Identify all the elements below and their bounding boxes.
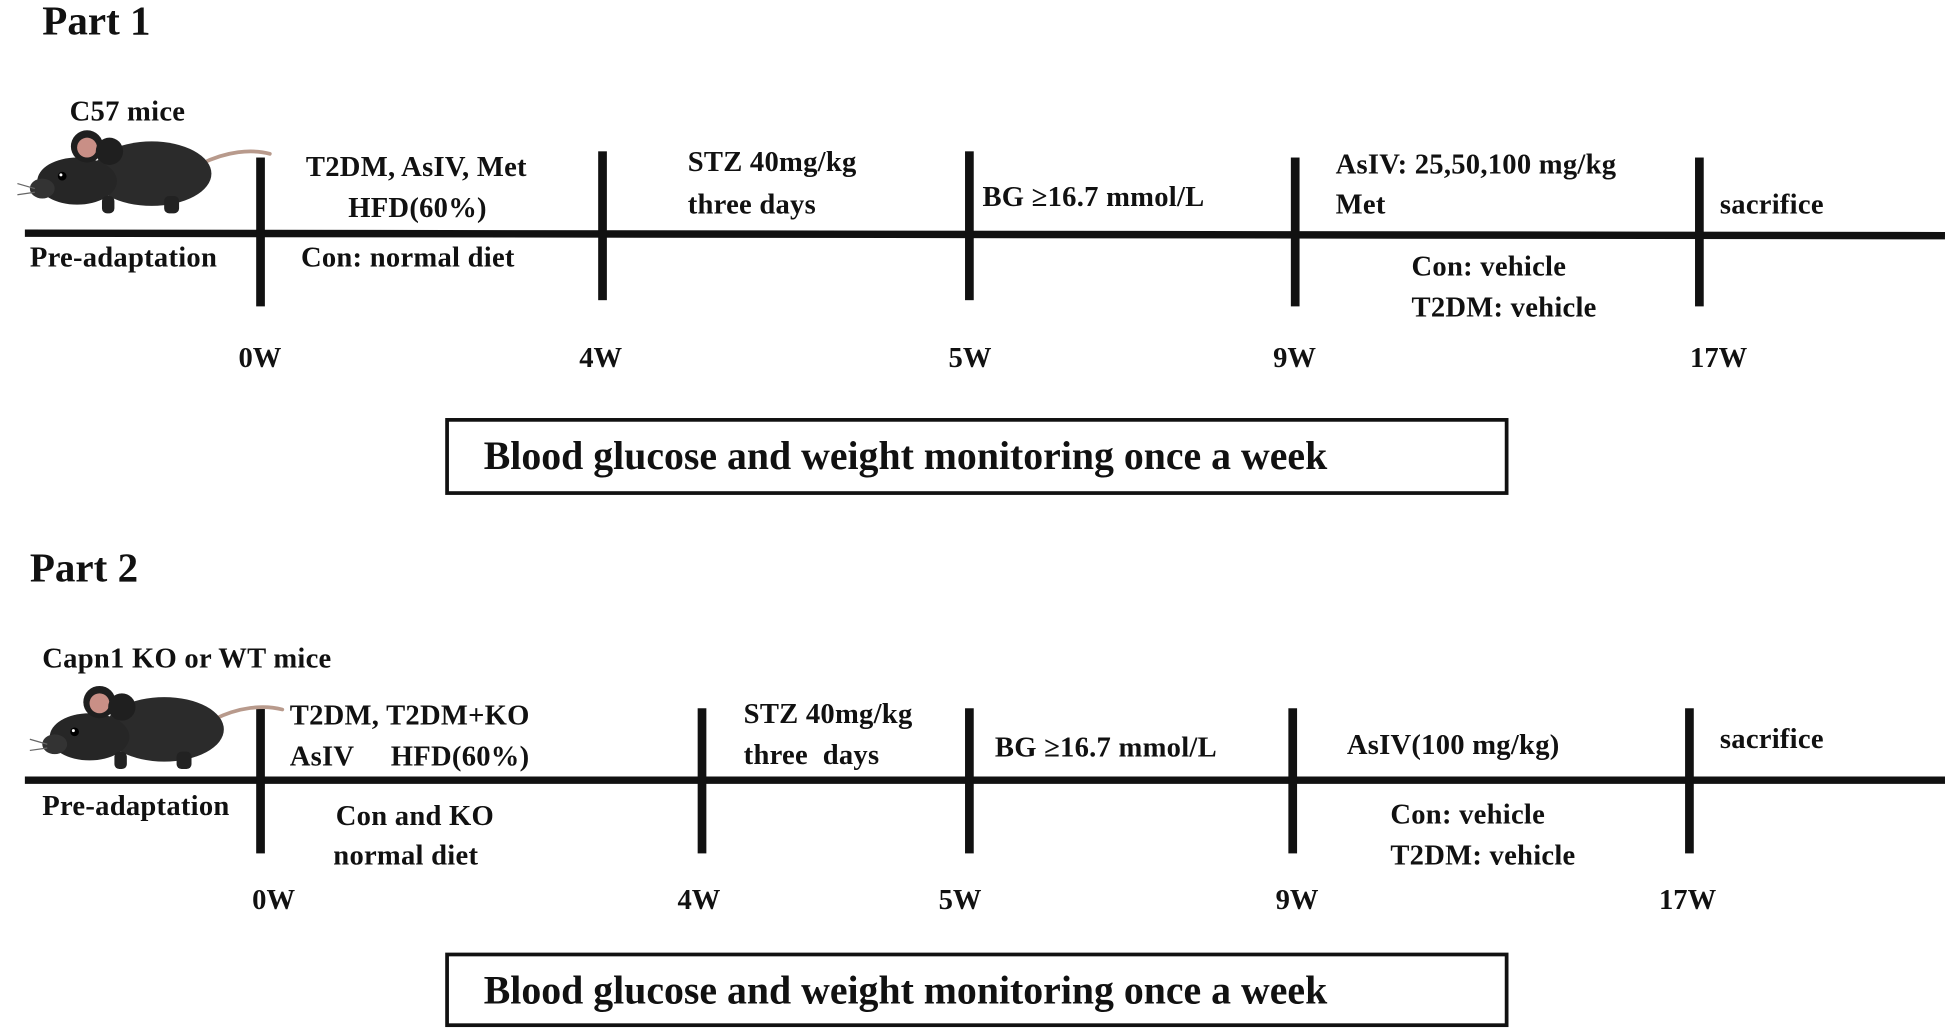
part2-groups-label: T2DM, T2DM+KO: [289, 699, 530, 731]
part2-week-label: 0W: [252, 884, 296, 916]
part1-week-label: 0W: [238, 342, 282, 374]
mouse-icon: [27, 684, 285, 771]
part1-pre-adaptation: Pre-adaptation: [29, 241, 218, 273]
part1-asiv-label: AsIV: 25,50,100 mg/kg: [1335, 148, 1617, 180]
part2-title: Part 2: [29, 547, 139, 592]
part1-bg-label: BG ≥16.7 mmol/L: [982, 181, 1205, 213]
part1-met-label: Met: [1335, 188, 1386, 220]
part1-tick-4w: [598, 151, 607, 301]
part2-stz-label: STZ 40mg/kg: [743, 698, 913, 730]
part2-con-ko-label: Con and KO: [335, 800, 495, 832]
part2-pre-adaptation: Pre-adaptation: [42, 790, 230, 822]
part1-week-label: 5W: [948, 342, 992, 374]
part1-week-label: 4W: [579, 342, 623, 374]
part1-stz-days-label: three days: [687, 188, 816, 220]
part2-asiv-hfd-label: AsIV HFD(60%): [289, 740, 530, 772]
part2-monitoring-box: Blood glucose and weight monitoring once…: [445, 952, 1509, 1028]
part2-tick-5w: [965, 708, 974, 854]
part2-tick-0w: [256, 708, 265, 854]
part2-tick-17w: [1685, 708, 1694, 854]
part1-week-label: 17W: [1690, 342, 1748, 374]
mouse-icon: [15, 128, 272, 216]
part1-hfd-label: HFD(60%): [348, 192, 487, 224]
part1-title: Part 1: [42, 0, 151, 45]
part2-week-label: 17W: [1658, 884, 1717, 916]
part2-sacrifice-label: sacrifice: [1719, 723, 1824, 755]
part2-axis: [24, 708, 1945, 854]
part1-monitoring-box: Blood glucose and weight monitoring once…: [445, 418, 1509, 495]
part1-t2dm-vehicle-label: T2DM: vehicle: [1411, 291, 1597, 323]
part2-tick-4w: [697, 708, 707, 854]
part2-con-vehicle-label: Con: vehicle: [1390, 798, 1546, 830]
part2-tick-9w: [1288, 708, 1298, 854]
part2-asiv-label: AsIV(100 mg/kg): [1346, 729, 1560, 761]
part1-tick-0w: [256, 157, 265, 307]
part1-animal-label: C57 mice: [69, 95, 186, 127]
part2-normal-diet-label: normal diet: [333, 839, 479, 871]
part1-tick-17w: [1695, 157, 1704, 307]
part1-tick-9w: [1290, 157, 1300, 307]
part2-stz-days-label: three days: [743, 739, 880, 771]
part1-stz-label: STZ 40mg/kg: [687, 146, 857, 178]
part1-con-vehicle-label: Con: vehicle: [1411, 250, 1567, 282]
part1-axis: [24, 151, 1945, 307]
part1-sacrifice-label: sacrifice: [1719, 188, 1824, 220]
part2-week-label: 9W: [1275, 884, 1319, 916]
part2-week-label: 5W: [938, 884, 982, 916]
part1-tick-5w: [965, 151, 974, 301]
part1-week-label: 9W: [1273, 342, 1317, 374]
part2-animal-label: Capn1 KO or WT mice: [42, 642, 332, 674]
part2-week-label: 4W: [677, 884, 721, 916]
part2-t2dm-vehicle-label: T2DM: vehicle: [1390, 839, 1576, 871]
part1-groups-label: T2DM, AsIV, Met: [305, 151, 527, 183]
part2-bg-label: BG ≥16.7 mmol/L: [994, 731, 1217, 763]
part1-con-diet-label: Con: normal diet: [300, 241, 515, 273]
